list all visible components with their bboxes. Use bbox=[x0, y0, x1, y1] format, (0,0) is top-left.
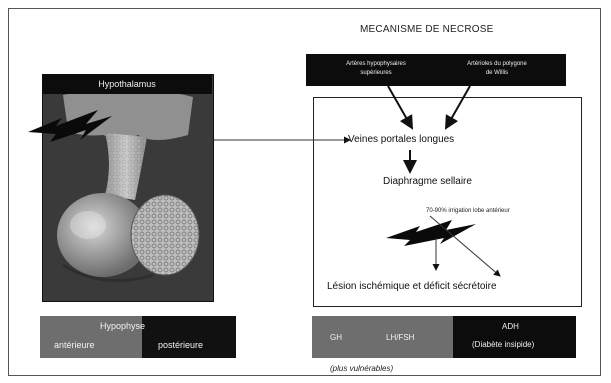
lightning-bolt-right bbox=[386, 220, 476, 246]
diagram-title: MECANISME DE NECROSE bbox=[360, 24, 494, 35]
hormone-gh: GH bbox=[330, 333, 342, 342]
arrow-willis-arterioles bbox=[445, 85, 471, 130]
hypophyse-label: Hypophyse bbox=[100, 321, 146, 331]
step-ischemic-lesion: Lésion ischémique et déficit sécrétoire bbox=[327, 281, 497, 292]
hormone-adh-note: (Diabète insipide) bbox=[472, 340, 535, 349]
vulnerable-footnote: (plus vulnérables) bbox=[330, 364, 394, 373]
irrigation-note: 70-90% irrigation lobe antérieur bbox=[426, 208, 510, 214]
lightning-bolt-left bbox=[28, 110, 112, 142]
step-sellar-diaphragm: Diaphragme sellaire bbox=[383, 176, 472, 187]
arrow-to-lesion-right bbox=[429, 215, 501, 277]
posterior-label: postérieure bbox=[158, 340, 204, 350]
willis-arterioles: Artérioles du polygone de Willis bbox=[442, 60, 552, 78]
anterior-label: antérieure bbox=[54, 340, 95, 350]
mechanism-box bbox=[313, 97, 582, 307]
artery-right-line1: Artérioles du polygone bbox=[467, 61, 527, 67]
pituitary-lobes-bar: Hypophyse antérieure postérieure bbox=[40, 316, 236, 358]
hormones-bar: GH LH/FSH ADH (Diabète insipide) bbox=[312, 316, 576, 358]
hormone-lh-fsh: LH/FSH bbox=[386, 333, 415, 342]
arteries-box: Artères hypophysaires supérieures Artéri… bbox=[306, 54, 566, 86]
hypothalamus-label: Hypothalamus bbox=[42, 74, 212, 94]
step-portal-veins: Veines portales longues bbox=[348, 134, 455, 145]
artery-left-line1: Artères hypophysaires bbox=[346, 61, 406, 67]
artery-left-line2: supérieures bbox=[360, 70, 392, 76]
arrow-superior-arteries bbox=[387, 85, 413, 130]
superior-hypophyseal-arteries: Artères hypophysaires supérieures bbox=[326, 60, 426, 78]
artery-right-line2: de Willis bbox=[485, 70, 509, 76]
diagram-frame bbox=[8, 8, 601, 376]
anterior-lobe-segment bbox=[40, 316, 142, 358]
anterior-hormones-segment bbox=[312, 316, 453, 358]
hormone-adh: ADH bbox=[502, 322, 519, 331]
